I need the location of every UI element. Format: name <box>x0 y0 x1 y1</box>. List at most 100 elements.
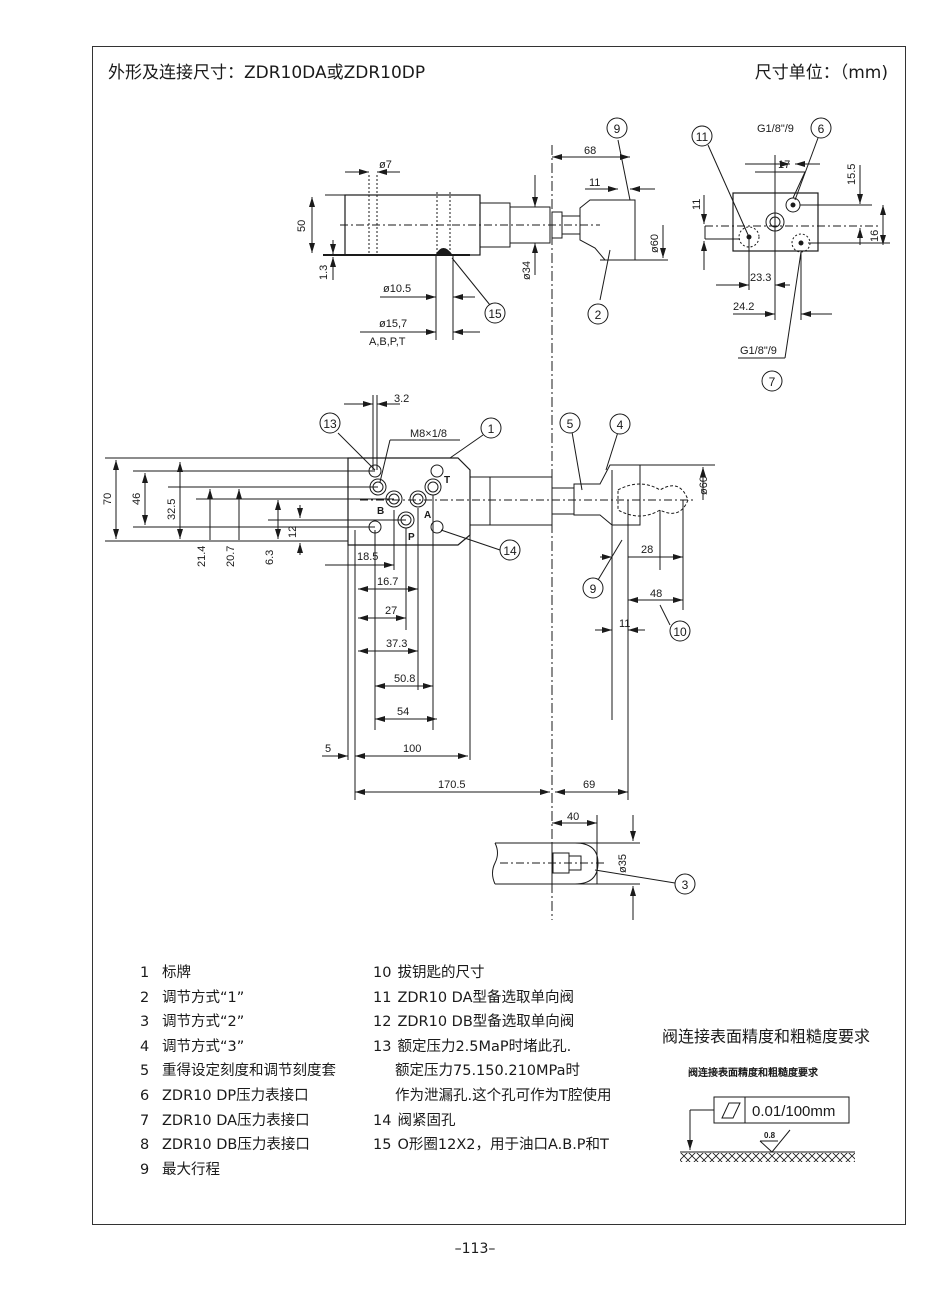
svg-text:9: 9 <box>614 122 621 136</box>
svg-text:4: 4 <box>617 418 624 432</box>
dim-16: 16 <box>869 230 881 242</box>
callout-4: 4 <box>609 413 631 435</box>
callout-15: 15 <box>484 302 506 324</box>
flatness-value: 0.01/100mm <box>752 1103 835 1120</box>
dim-46: 46 <box>131 493 143 505</box>
callout-3: 3 <box>674 873 696 895</box>
svg-text:2: 2 <box>595 308 602 322</box>
dim-d60-top: ø60 <box>649 234 661 253</box>
dim-3-2: 3.2 <box>394 393 409 405</box>
callouts: 15 9 2 11 6 7 13 1 5 4 14 9 10 3 <box>319 117 832 895</box>
dim-23-3: 23.3 <box>750 272 771 284</box>
dim-d7: ø7 <box>379 159 392 171</box>
port-label-t: T <box>444 475 450 486</box>
svg-text:14: 14 <box>503 544 517 558</box>
dim-50: 50 <box>296 220 308 232</box>
surface-requirements-subtitle: 阀连接表面精度和粗糙度要求 <box>688 1068 818 1079</box>
callout-14: 14 <box>499 539 521 561</box>
units-label: 尺寸单位：（mm) <box>754 63 888 83</box>
callout-10: 10 <box>669 620 691 642</box>
port-labels: B P A T <box>377 475 450 543</box>
legend-item-continuation: 作为泄漏孔.这个孔可作为T腔使用 <box>395 1087 612 1104</box>
callout-7: 7 <box>761 370 783 392</box>
svg-text:11: 11 <box>696 130 709 144</box>
callout-5: 5 <box>559 412 581 434</box>
svg-text:1: 1 <box>488 422 495 436</box>
dim-m8: M8×1/8 <box>410 428 447 440</box>
drawing-frame <box>92 46 906 1225</box>
dim-d10-5: ø10.5 <box>383 283 411 295</box>
dim-11-top: 11 <box>589 177 600 189</box>
surface-requirements-title: 阀连接表面精度和粗糙度要求 <box>662 1027 871 1046</box>
dim-11-front: 11 <box>619 618 630 630</box>
option3-view <box>492 815 676 920</box>
dim-11-end: 11 <box>691 199 703 210</box>
svg-text:7: 7 <box>769 375 776 389</box>
callout-9-front: 9 <box>582 577 604 599</box>
dim-d34: ø34 <box>521 261 533 280</box>
dim-g1-bottom: G1/8"/9 <box>740 345 777 357</box>
port-label-b: B <box>377 506 384 517</box>
dim-24-2: 24.2 <box>733 301 754 313</box>
dim-54: 54 <box>397 706 409 718</box>
surface-symbol <box>680 1096 855 1162</box>
dim-12: 12 <box>287 526 299 538</box>
callout-9-top: 9 <box>606 117 628 139</box>
callout-13: 13 <box>319 412 341 434</box>
dim-6-3: 6.3 <box>264 550 276 565</box>
dim-d60-front: ø60 <box>698 476 710 495</box>
dim-5: 5 <box>325 743 331 755</box>
front-view <box>105 395 715 800</box>
dim-50-8: 50.8 <box>394 673 415 685</box>
dim-32-5: 32.5 <box>166 499 178 520</box>
svg-text:6: 6 <box>818 122 825 136</box>
dim-28: 28 <box>641 544 653 556</box>
dim-d35: ø35 <box>617 854 629 873</box>
end-view <box>701 137 890 359</box>
svg-text:3: 3 <box>682 878 689 892</box>
port-label-a: A <box>424 510 431 521</box>
legend-item-continuation: 额定压力75.150.210MPa时 <box>395 1063 581 1080</box>
svg-text:9: 9 <box>590 582 597 596</box>
dim-ports: A,B,P,T <box>369 336 406 348</box>
dim-21-4: 21.4 <box>196 546 208 567</box>
dim-68: 68 <box>584 145 596 157</box>
dim-1-3: 1.3 <box>318 265 330 280</box>
callout-11: 11 <box>691 125 713 147</box>
svg-text:5: 5 <box>567 417 574 431</box>
port-label-p: P <box>408 532 415 543</box>
callout-6: 6 <box>810 117 832 139</box>
svg-text:15: 15 <box>488 307 502 321</box>
dimension-labels: ø7 50 1.3 ø10.5 ø15,7 A,B,P,T ø34 68 11 … <box>102 123 881 873</box>
dim-16-7: 16.7 <box>377 576 398 588</box>
dim-g1-top: G1/8"/9 <box>757 123 794 135</box>
top-view <box>309 139 668 340</box>
svg-text:10: 10 <box>673 625 687 639</box>
dim-27: 27 <box>385 605 397 617</box>
dim-17: 17 <box>778 159 790 171</box>
dim-48: 48 <box>650 588 662 600</box>
dim-15-5: 15.5 <box>846 164 858 185</box>
dim-18-5: 18.5 <box>357 551 378 563</box>
dim-100: 100 <box>403 743 421 755</box>
dim-170-5: 170.5 <box>438 779 466 791</box>
dim-d15-7: ø15,7 <box>379 318 407 330</box>
page-number: –113– <box>454 1241 496 1257</box>
